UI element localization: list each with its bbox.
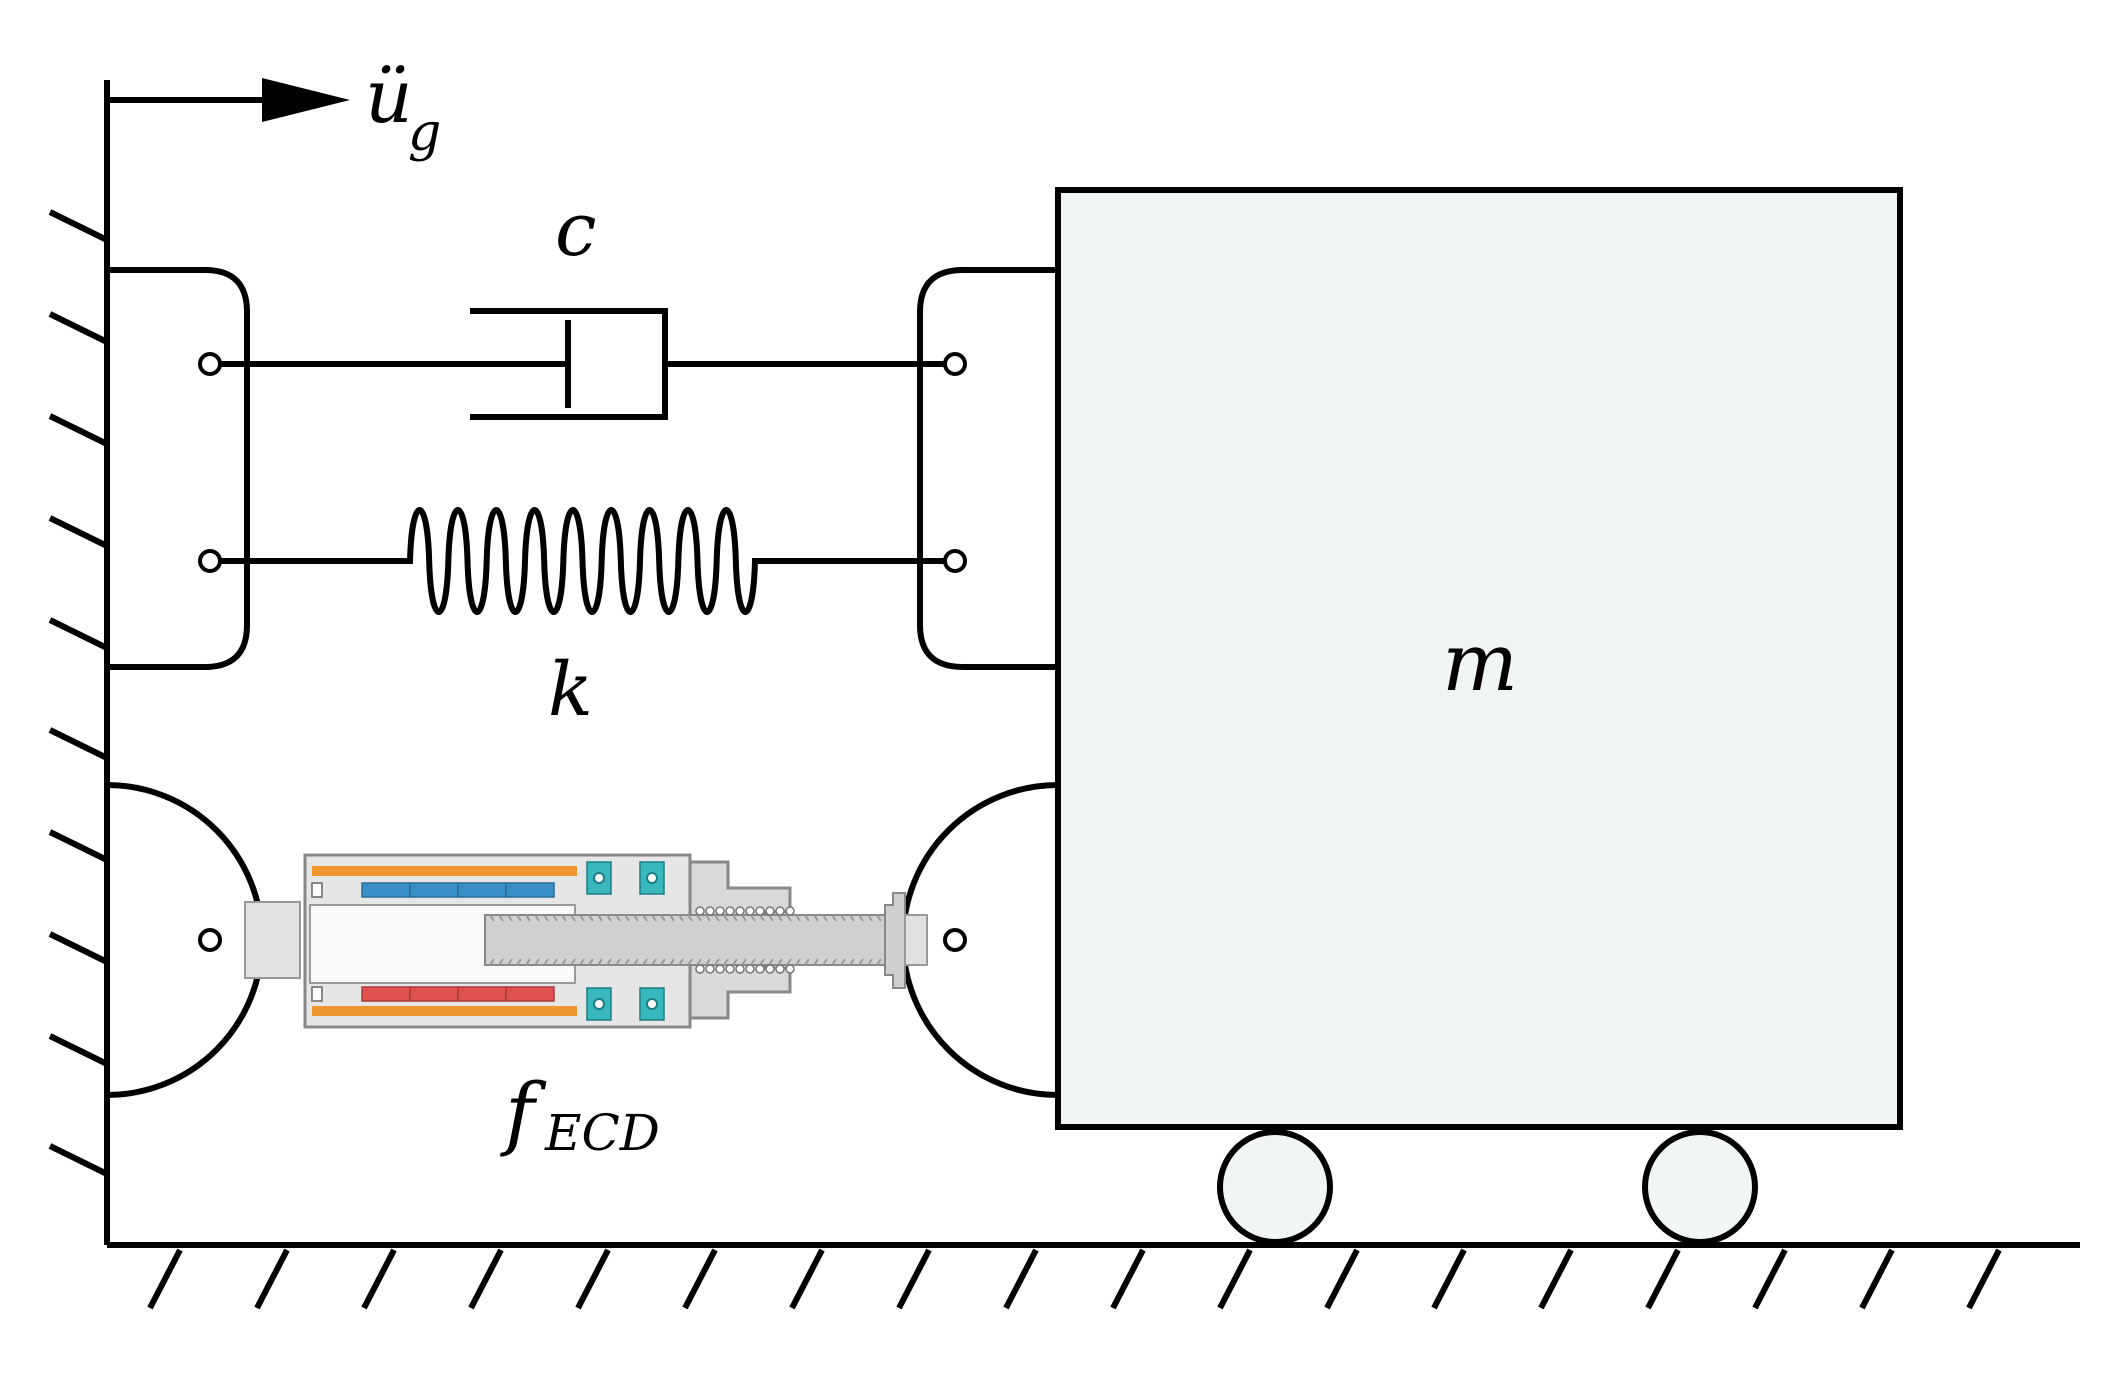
right-wheel — [1642, 1129, 1758, 1245]
damper-label: c — [555, 187, 596, 273]
ground-acceleration-arrow — [107, 78, 350, 122]
left-upper-bracket — [107, 267, 250, 670]
mass-label: m — [1442, 616, 1518, 709]
ecd-label-subscript: ECD — [544, 1104, 660, 1162]
spring-label: k — [548, 647, 593, 733]
ecd-left-end — [244, 901, 301, 979]
ecd-ball-screw — [484, 914, 886, 966]
ecd-sleeve-bottom — [312, 1006, 577, 1016]
fixed-wall — [48, 80, 110, 1245]
ground-accel-subscript: g — [408, 103, 441, 163]
eddy-current-damper — [244, 853, 928, 1029]
damper — [198, 308, 967, 420]
ground — [107, 1242, 2080, 1310]
spring — [198, 507, 967, 615]
ecd-magnets-bottom — [361, 986, 555, 1002]
ecd-right-end — [884, 892, 906, 989]
ecd-label: f — [500, 1066, 547, 1159]
mass-block — [1055, 187, 1903, 1130]
left-lower-joint — [106, 782, 265, 1098]
ecd-magnets-top — [361, 882, 555, 898]
wall-hatching — [48, 209, 109, 1177]
ground-accel-label: ü — [365, 54, 413, 140]
right-upper-bracket — [917, 267, 1058, 670]
ecd-sleeve-top — [312, 866, 577, 876]
ground-hatching — [147, 1248, 2002, 1310]
left-wheel — [1217, 1129, 1333, 1245]
